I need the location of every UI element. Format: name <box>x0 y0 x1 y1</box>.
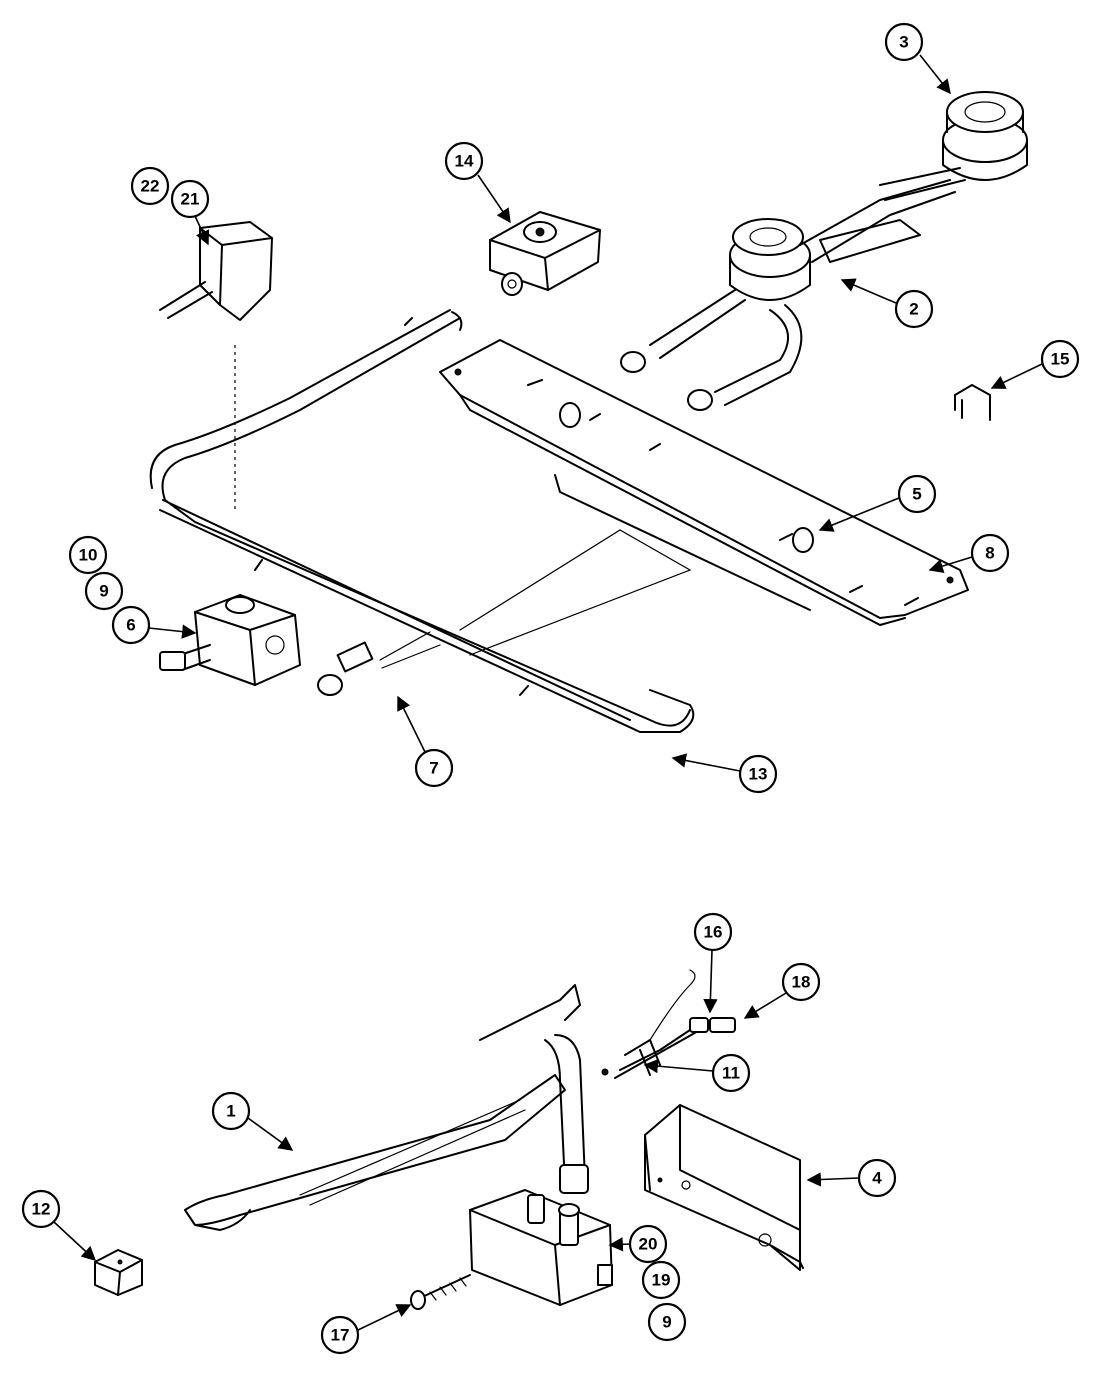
part-4-plate <box>644 1104 804 1271</box>
part-8-support-bracket <box>439 339 969 626</box>
svg-text:9: 9 <box>662 1313 671 1332</box>
svg-text:14: 14 <box>455 152 474 171</box>
callout-2: 2 <box>894 289 934 329</box>
svg-text:3: 3 <box>899 33 908 52</box>
callout-10: 10 <box>68 535 108 575</box>
svg-text:21: 21 <box>181 190 200 209</box>
callout-9-top: 9 <box>84 571 124 611</box>
svg-text:4: 4 <box>872 1169 882 1188</box>
svg-text:6: 6 <box>126 616 135 635</box>
svg-text:9: 9 <box>99 582 108 601</box>
callout-15: 15 <box>1040 339 1080 379</box>
callout-19: 19 <box>641 1260 681 1300</box>
top-burner-assembly <box>620 91 1028 411</box>
callout-22: 22 <box>130 166 170 206</box>
svg-text:16: 16 <box>704 923 723 942</box>
svg-text:19: 19 <box>652 1271 671 1290</box>
svg-text:1: 1 <box>226 1102 235 1121</box>
part-7-tubing <box>317 529 692 696</box>
svg-text:5: 5 <box>912 485 921 504</box>
part-12-bracket <box>94 1249 143 1296</box>
part-21-22-switch <box>159 221 273 510</box>
part-6-valve <box>159 594 301 686</box>
callout-21: 21 <box>170 179 210 219</box>
svg-text:2: 2 <box>909 300 918 319</box>
part-11-16-18-igniter <box>601 969 736 1079</box>
callout-1: 1 <box>211 1091 251 1131</box>
callout-8: 8 <box>970 533 1010 573</box>
part-14-valve-body <box>489 211 601 296</box>
part-17-screw <box>410 1274 471 1310</box>
callout-5: 5 <box>897 474 937 514</box>
callout-14: 14 <box>444 141 484 181</box>
callout-11: 11 <box>711 1053 751 1093</box>
callout-18: 18 <box>781 962 821 1002</box>
svg-text:10: 10 <box>79 546 98 565</box>
callout-3: 3 <box>884 22 924 62</box>
callout-17: 17 <box>320 1315 360 1355</box>
svg-text:13: 13 <box>749 765 768 784</box>
svg-text:8: 8 <box>985 544 994 563</box>
svg-text:11: 11 <box>722 1064 740 1083</box>
svg-text:18: 18 <box>792 973 811 992</box>
callout-4: 4 <box>857 1158 897 1198</box>
callout-16: 16 <box>693 912 733 952</box>
part-15-clip <box>954 384 991 421</box>
callout-20: 20 <box>628 1224 668 1264</box>
callout-7: 7 <box>414 748 454 788</box>
callout-6: 6 <box>111 605 151 645</box>
callout-13: 13 <box>738 754 778 794</box>
svg-text:17: 17 <box>331 1326 350 1345</box>
part-20-oven-valve <box>469 1189 613 1306</box>
svg-text:7: 7 <box>429 759 438 778</box>
part-13-manifold <box>149 309 695 733</box>
callout-9-bottom: 9 <box>647 1302 687 1342</box>
callout-12: 12 <box>21 1189 61 1229</box>
svg-text:15: 15 <box>1051 350 1070 369</box>
svg-text:20: 20 <box>639 1235 658 1254</box>
part-1-oven-burner <box>184 984 589 1231</box>
svg-text:22: 22 <box>141 177 160 196</box>
svg-text:12: 12 <box>32 1200 51 1219</box>
